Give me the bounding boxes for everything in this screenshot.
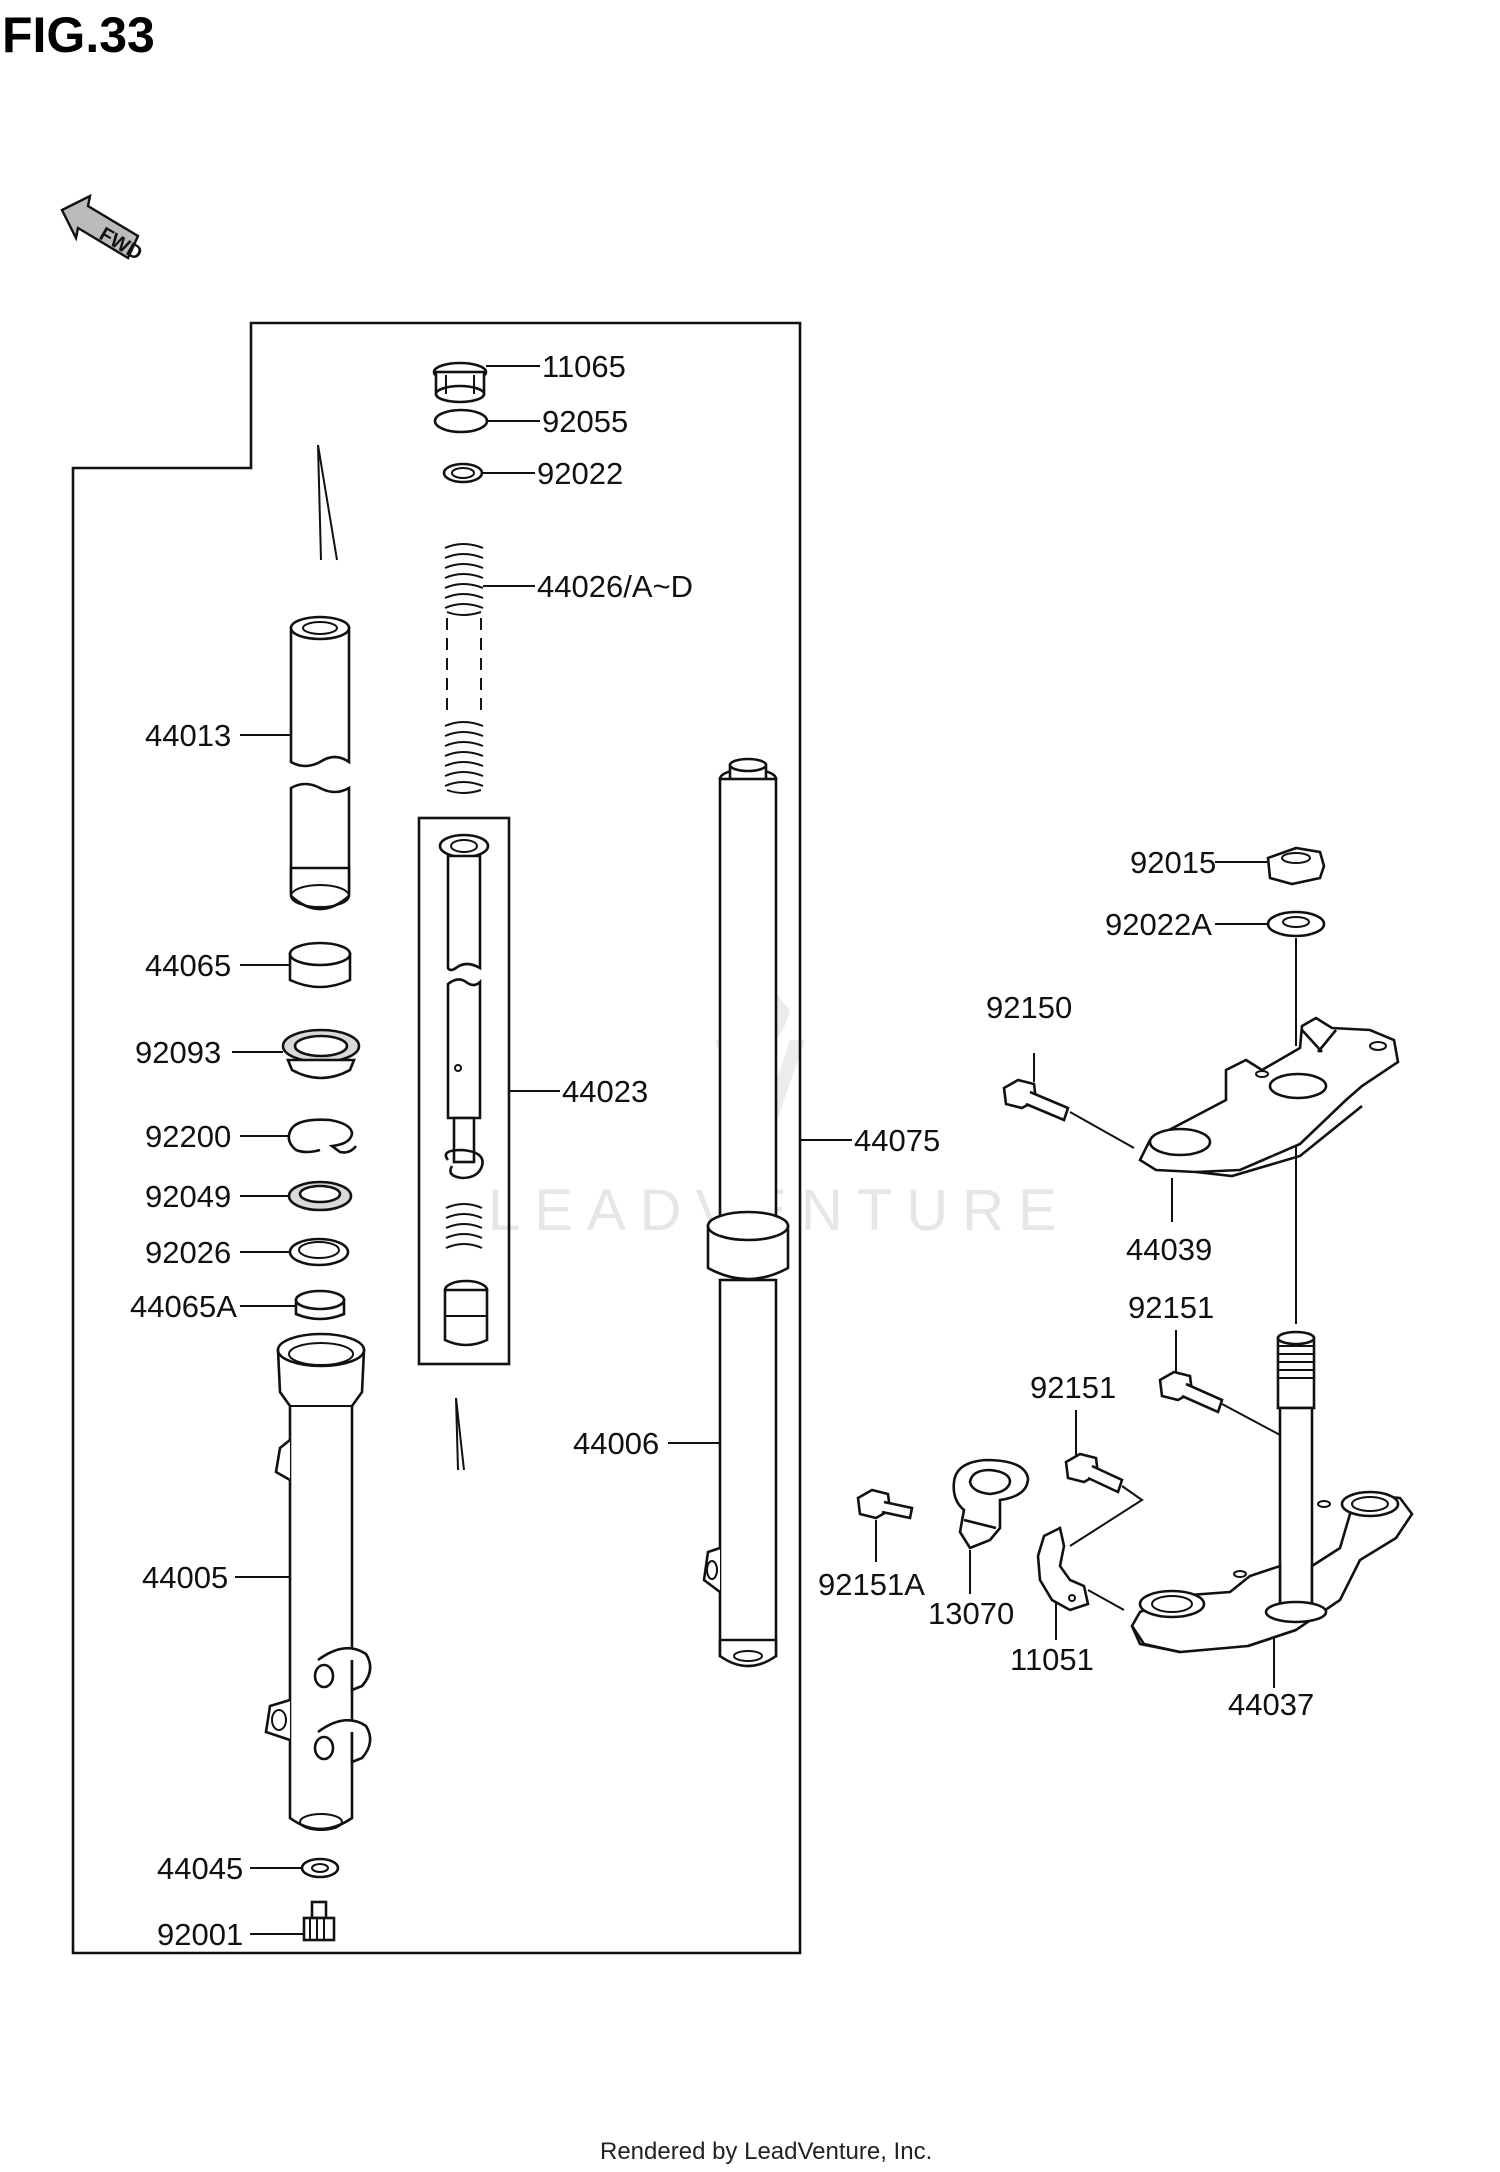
washer-92022 <box>442 462 484 484</box>
label-92015: 92015 <box>1130 845 1216 880</box>
damper-cylinder-44023 <box>438 833 490 1471</box>
bolt-92151a <box>856 1488 914 1520</box>
label-13070: 13070 <box>928 1596 1014 1631</box>
nut-92015 <box>1266 846 1326 886</box>
washer-92022a <box>1266 910 1326 938</box>
label-92200: 92200 <box>145 1119 231 1154</box>
label-44005: 44005 <box>142 1560 228 1595</box>
dust-seal-92093 <box>281 1028 361 1080</box>
label-92022: 92022 <box>537 456 623 491</box>
bolt-92151-middle <box>1064 1452 1124 1494</box>
stop-ring-92200 <box>287 1118 358 1154</box>
oil-seal-92049 <box>287 1180 353 1212</box>
clamp-13070 <box>952 1458 1030 1550</box>
label-44037: 44037 <box>1228 1687 1314 1722</box>
outer-tube-44005 <box>264 1332 372 1831</box>
label-44065a: 44065A <box>130 1289 237 1324</box>
gasket-44045 <box>300 1857 340 1879</box>
label-44023: 44023 <box>562 1074 648 1109</box>
label-44045: 44045 <box>157 1851 243 1886</box>
label-92055: 92055 <box>542 404 628 439</box>
footer-credit: Rendered by LeadVenture, Inc. <box>600 2138 932 2165</box>
washer-92026 <box>288 1237 350 1267</box>
bolt-92151-upper <box>1158 1370 1224 1414</box>
label-92093: 92093 <box>135 1035 221 1070</box>
label-44006: 44006 <box>573 1426 659 1461</box>
label-92026: 92026 <box>145 1235 231 1270</box>
label-44065: 44065 <box>145 948 231 983</box>
label-92049: 92049 <box>145 1179 231 1214</box>
label-92022a: 92022A <box>1105 907 1212 942</box>
label-92151-upper: 92151 <box>1128 1290 1214 1325</box>
stem-lower-bracket-44037 <box>1130 1330 1414 1654</box>
bushing-44065 <box>288 941 352 989</box>
label-44013: 44013 <box>145 718 231 753</box>
fork-cap-11065 <box>432 361 488 404</box>
bolt-92150 <box>1002 1078 1070 1122</box>
fwd-arrow-icon: FWD <box>60 193 146 265</box>
figure-title: FIG.33 <box>2 7 155 63</box>
label-92150: 92150 <box>986 990 1072 1025</box>
label-44026: 44026/A~D <box>537 569 693 604</box>
label-11065: 11065 <box>542 349 626 384</box>
label-92151-middle: 92151 <box>1030 1370 1116 1405</box>
bushing-44065a <box>294 1289 346 1321</box>
label-44075: 44075 <box>854 1123 940 1158</box>
front-fork-44075 <box>702 757 790 1668</box>
label-92151a: 92151A <box>818 1567 925 1602</box>
label-11051: 11051 <box>1010 1642 1094 1677</box>
o-ring-92055 <box>433 408 489 434</box>
fork-frame <box>71 321 802 1955</box>
upper-bracket-44039 <box>1138 1016 1400 1178</box>
label-44039: 44039 <box>1126 1232 1212 1267</box>
fork-spring-44026 <box>444 543 484 794</box>
label-92001: 92001 <box>157 1917 243 1952</box>
bracket-11051 <box>1036 1526 1090 1612</box>
spacer-pipe-44013 <box>289 444 351 911</box>
bolt-92001 <box>302 1900 336 1942</box>
